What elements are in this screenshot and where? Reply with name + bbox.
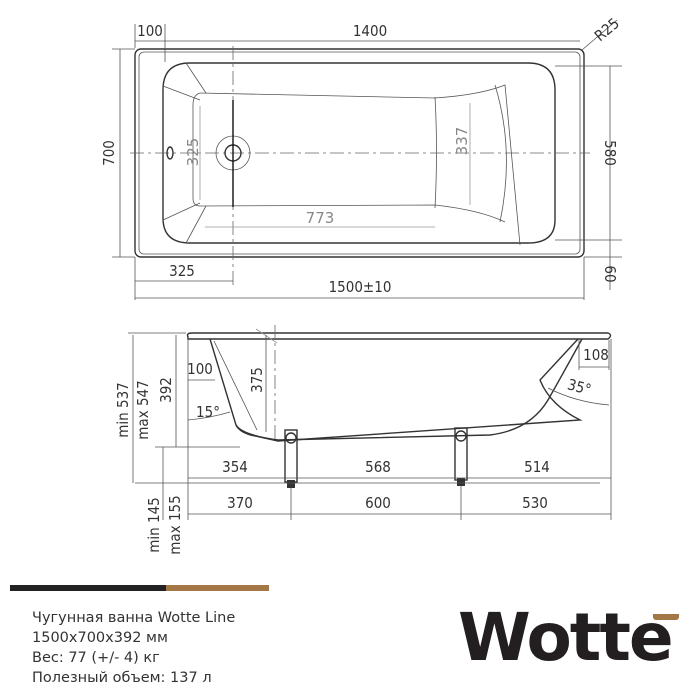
dim-length-total: 1500±10 bbox=[329, 278, 392, 296]
product-size: 1500x700x392 мм bbox=[32, 630, 168, 646]
product-name: Чугунная ванна Wotte Line bbox=[32, 610, 236, 626]
dim-seg-530: 530 bbox=[522, 494, 548, 512]
dim-seg-568: 568 bbox=[365, 458, 391, 476]
dim-leg-min: min 145 bbox=[145, 497, 163, 553]
product-weight: Вес: 77 (+/- 4) кг bbox=[32, 650, 160, 666]
dim-width-inner: 580 bbox=[601, 140, 619, 166]
dim-bottom-width-left: 325 bbox=[184, 138, 202, 167]
dim-angle-right: 35° bbox=[565, 375, 593, 399]
leg-right bbox=[454, 427, 468, 486]
brand-bar-gold bbox=[166, 585, 269, 591]
dim-depth: 392 bbox=[157, 377, 175, 403]
dim-leg-max: max 155 bbox=[166, 495, 184, 554]
dim-bottom-width-right: 337 bbox=[453, 127, 471, 156]
dim-seg-514: 514 bbox=[524, 458, 550, 476]
logo-accent-mark bbox=[653, 614, 679, 620]
dim-length-inner: 1400 bbox=[353, 22, 387, 40]
dim-bottom-length: 773 bbox=[306, 209, 335, 227]
dim-width-total: 700 bbox=[100, 140, 118, 166]
product-volume: Полезный объем: 137 л bbox=[32, 670, 212, 686]
brand-bar-dark bbox=[10, 585, 166, 591]
brand-logo: Wotte bbox=[458, 599, 674, 676]
dim-drain-depth: 375 bbox=[248, 367, 266, 393]
dim-rim-side: 60 bbox=[601, 265, 619, 282]
dim-seg-600: 600 bbox=[365, 494, 391, 512]
dim-drain-offset: 325 bbox=[169, 262, 195, 280]
dim-angle-left: 15° bbox=[196, 403, 220, 421]
dim-height-max: max 547 bbox=[134, 380, 152, 439]
product-info: Чугунная ванна Wotte Line 1500x700x392 м… bbox=[32, 608, 235, 688]
dim-height-min: min 537 bbox=[114, 382, 132, 438]
leg-left bbox=[284, 429, 298, 488]
dim-rim-right: 108 bbox=[583, 346, 609, 364]
side-view: min 537 max 547 392 min 145 max 155 100 … bbox=[114, 325, 612, 555]
top-view: 325 337 773 100 1400 R25 700 580 60 325 … bbox=[100, 14, 623, 300]
dim-rim-left: 100 bbox=[187, 360, 213, 378]
dim-seg-354: 354 bbox=[222, 458, 248, 476]
dim-rim-offset: 100 bbox=[137, 22, 163, 40]
dim-radius: R25 bbox=[591, 14, 623, 45]
dim-seg-370: 370 bbox=[227, 494, 253, 512]
